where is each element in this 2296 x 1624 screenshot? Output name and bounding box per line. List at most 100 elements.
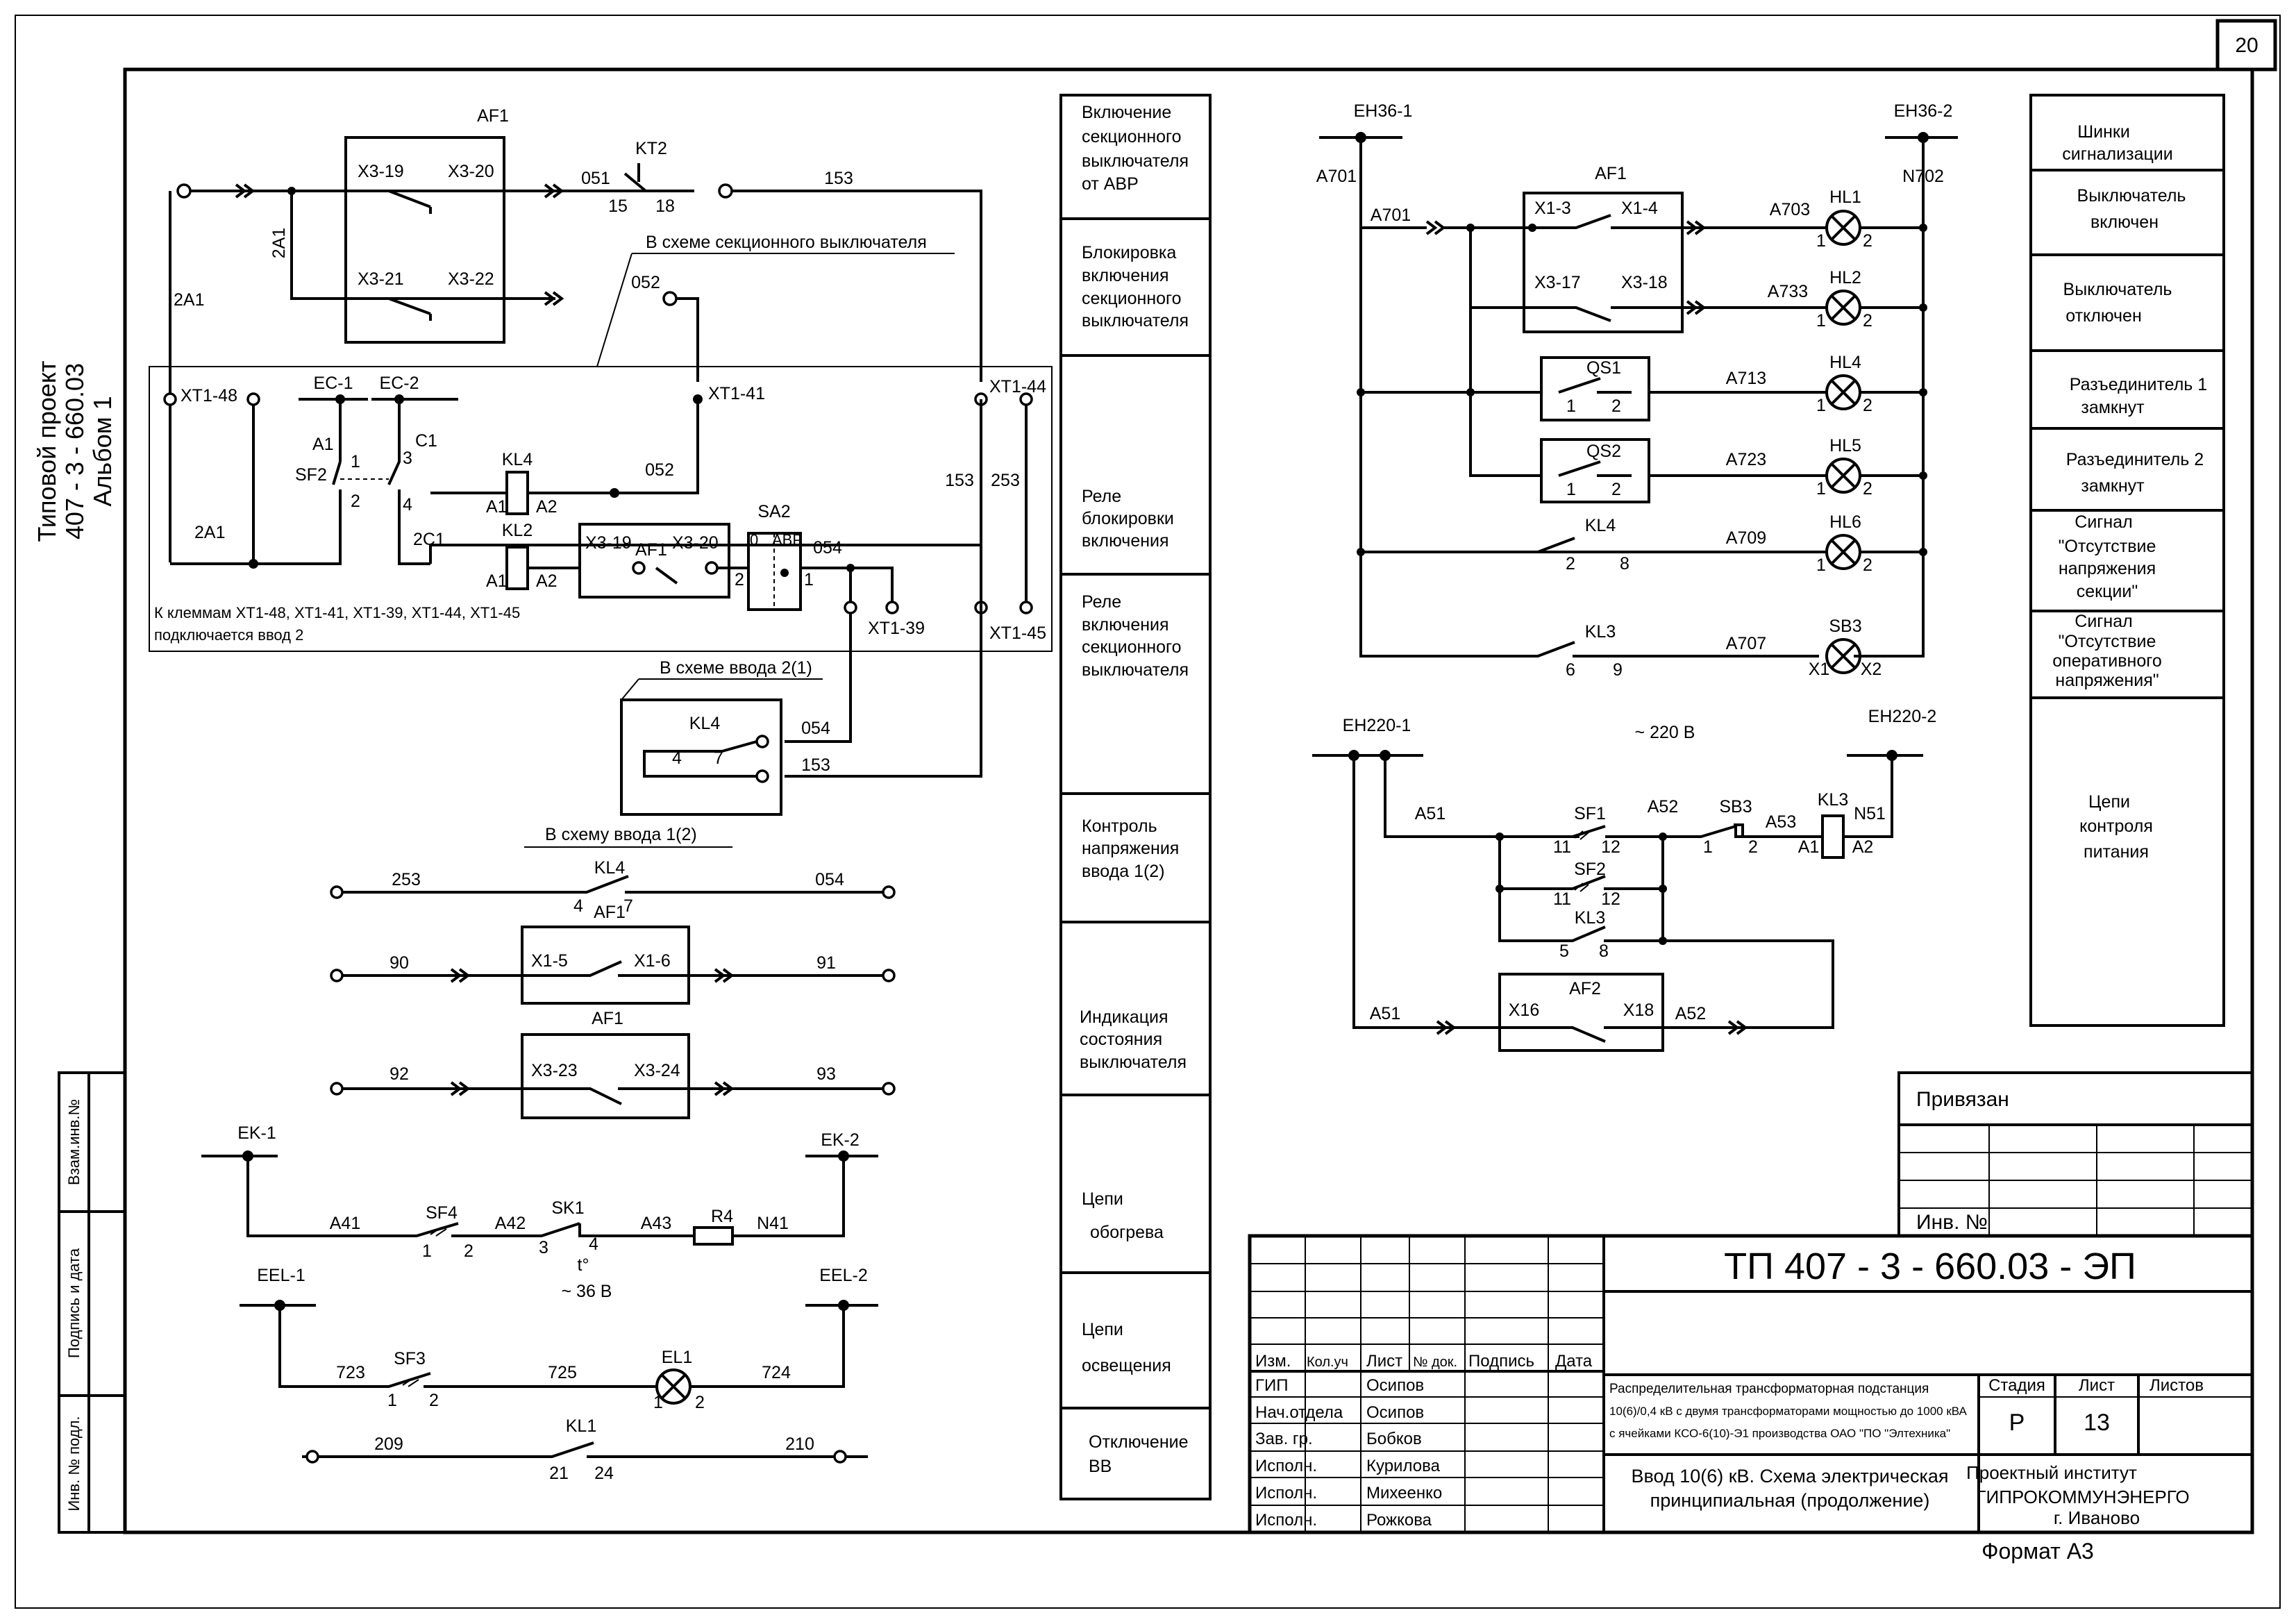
svg-text:секции": секции"	[2077, 582, 2138, 601]
svg-text:0: 0	[750, 531, 758, 549]
svg-text:N41: N41	[757, 1214, 789, 1233]
svg-text:включен: включен	[2090, 212, 2159, 232]
svg-text:1: 1	[1816, 555, 1826, 575]
svg-text:A2: A2	[536, 571, 558, 591]
svg-text:Сигнал: Сигнал	[2075, 512, 2132, 532]
svg-text:Исполн.: Исполн.	[1255, 1457, 1317, 1475]
svg-text:SF4: SF4	[426, 1203, 458, 1223]
svg-text:1: 1	[1816, 396, 1826, 415]
svg-text:Проектный институт: Проектный институт	[1966, 1462, 2137, 1483]
svg-text:1: 1	[1816, 231, 1826, 251]
svg-text:Типовой проект: Типовой проект	[33, 360, 61, 542]
svg-text:SF1: SF1	[1574, 804, 1606, 823]
svg-text:1: 1	[1816, 311, 1826, 330]
svg-text:обогрева: обогрева	[1090, 1223, 1164, 1242]
svg-text:054: 054	[813, 538, 842, 558]
svg-text:Сигнал: Сигнал	[2075, 612, 2132, 631]
svg-text:3: 3	[403, 449, 412, 468]
svg-text:90: 90	[389, 953, 409, 973]
svg-text:2: 2	[1863, 479, 1872, 499]
svg-text:секционного: секционного	[1082, 127, 1182, 147]
svg-text:054: 054	[801, 719, 830, 738]
svg-text:EEL-2: EEL-2	[819, 1266, 867, 1285]
svg-text:XT1-44: XT1-44	[989, 377, 1046, 396]
svg-text:3: 3	[539, 1238, 548, 1257]
svg-text:от АВР: от АВР	[1082, 174, 1139, 194]
svg-text:HL6: HL6	[1829, 512, 1861, 532]
svg-text:X3-24: X3-24	[634, 1061, 680, 1080]
svg-text:SB3: SB3	[1829, 617, 1861, 636]
svg-text:253: 253	[392, 870, 421, 889]
svg-text:2: 2	[1863, 231, 1872, 251]
svg-text:замкнут: замкнут	[2081, 476, 2145, 496]
svg-text:QS2: QS2	[1586, 442, 1621, 461]
svg-text:Цепи: Цепи	[1082, 1320, 1123, 1339]
svg-text:KL4: KL4	[1585, 516, 1616, 535]
svg-text:EK-1: EK-1	[237, 1123, 276, 1143]
svg-text:блокировки: блокировки	[1082, 509, 1174, 528]
svg-text:X3-18: X3-18	[1621, 273, 1668, 292]
svg-text:KL3: KL3	[1585, 622, 1616, 642]
svg-text:2: 2	[1863, 555, 1872, 575]
svg-text:Реле: Реле	[1082, 487, 1121, 506]
svg-text:A43: A43	[641, 1214, 671, 1233]
page-number: 20	[2235, 34, 2258, 57]
svg-text:SB3: SB3	[1719, 797, 1752, 817]
svg-text:В схеме секционного выключател: В схеме секционного выключателя	[646, 233, 927, 252]
svg-text:X3-19: X3-19	[585, 533, 632, 553]
svg-text:SK1: SK1	[551, 1198, 584, 1218]
svg-text:4: 4	[589, 1234, 598, 1254]
svg-text:A2: A2	[1852, 837, 1874, 857]
svg-text:Лист: Лист	[2079, 1376, 2115, 1395]
svg-text:включения: включения	[1082, 266, 1169, 285]
svg-text:KL3: KL3	[1575, 908, 1605, 928]
svg-text:KL3: KL3	[1818, 790, 1848, 810]
svg-text:Исполн.: Исполн.	[1255, 1511, 1317, 1530]
left-stamp-strip: Взам.инв.№ Подпись и дата Инв. № подл.	[58, 1071, 126, 1534]
svg-text:12: 12	[1601, 837, 1620, 857]
svg-text:~ 220 В: ~ 220 В	[1635, 723, 1695, 742]
svg-text:состояния: состояния	[1080, 1030, 1162, 1049]
svg-text:2: 2	[695, 1393, 705, 1412]
svg-text:EL1: EL1	[662, 1348, 692, 1367]
svg-text:15: 15	[608, 196, 628, 216]
svg-text:"Отсутствие: "Отсутствие	[2059, 537, 2156, 556]
svg-text:2A1: 2A1	[194, 523, 225, 542]
svg-text:EH220-1: EH220-1	[1343, 716, 1411, 735]
svg-text:напряжения: напряжения	[1082, 839, 1179, 858]
lamp-icon	[1825, 210, 1861, 674]
svg-text:Листов: Листов	[2150, 1376, 2204, 1395]
svg-text:EEL-1: EEL-1	[257, 1266, 305, 1285]
svg-text:Дата: Дата	[1555, 1352, 1593, 1371]
svg-text:Индикация: Индикация	[1080, 1007, 1168, 1027]
svg-text:X3-20: X3-20	[672, 533, 719, 553]
svg-text:секционного: секционного	[1082, 637, 1182, 657]
svg-text:8: 8	[1620, 554, 1629, 574]
svg-text:21: 21	[549, 1464, 569, 1483]
svg-text:Контроль: Контроль	[1082, 817, 1157, 836]
svg-text:X1-3: X1-3	[1534, 199, 1571, 218]
svg-text:питания: питания	[2084, 842, 2149, 862]
svg-text:2: 2	[1863, 311, 1872, 330]
svg-text:A701: A701	[1371, 206, 1411, 225]
svg-text:KL4: KL4	[594, 858, 626, 878]
svg-text:1: 1	[1566, 396, 1576, 416]
svg-text:Разъединитель 1: Разъединитель 1	[2070, 375, 2207, 394]
svg-text:92: 92	[389, 1064, 409, 1084]
svg-text:253: 253	[991, 471, 1020, 490]
svg-text:выключателя: выключателя	[1082, 660, 1189, 680]
svg-text:93: 93	[816, 1064, 836, 1084]
svg-text:2: 2	[1748, 837, 1758, 857]
svg-text:KL1: KL1	[566, 1416, 596, 1436]
svg-text:сигнализации: сигнализации	[2062, 144, 2172, 164]
svg-text:XT1-41: XT1-41	[708, 384, 765, 403]
svg-text:EC-2: EC-2	[380, 374, 419, 393]
svg-text:A51: A51	[1415, 804, 1446, 823]
svg-text:XT1-48: XT1-48	[181, 386, 237, 405]
svg-text:11: 11	[1553, 837, 1571, 857]
svg-text:В схему ввода 1(2): В схему ввода 1(2)	[545, 825, 697, 844]
svg-text:Взам.инв.№: Взам.инв.№	[65, 1099, 83, 1185]
svg-text:SF3: SF3	[394, 1349, 426, 1368]
svg-text:A703: A703	[1770, 200, 1810, 219]
svg-text:054: 054	[815, 870, 844, 889]
